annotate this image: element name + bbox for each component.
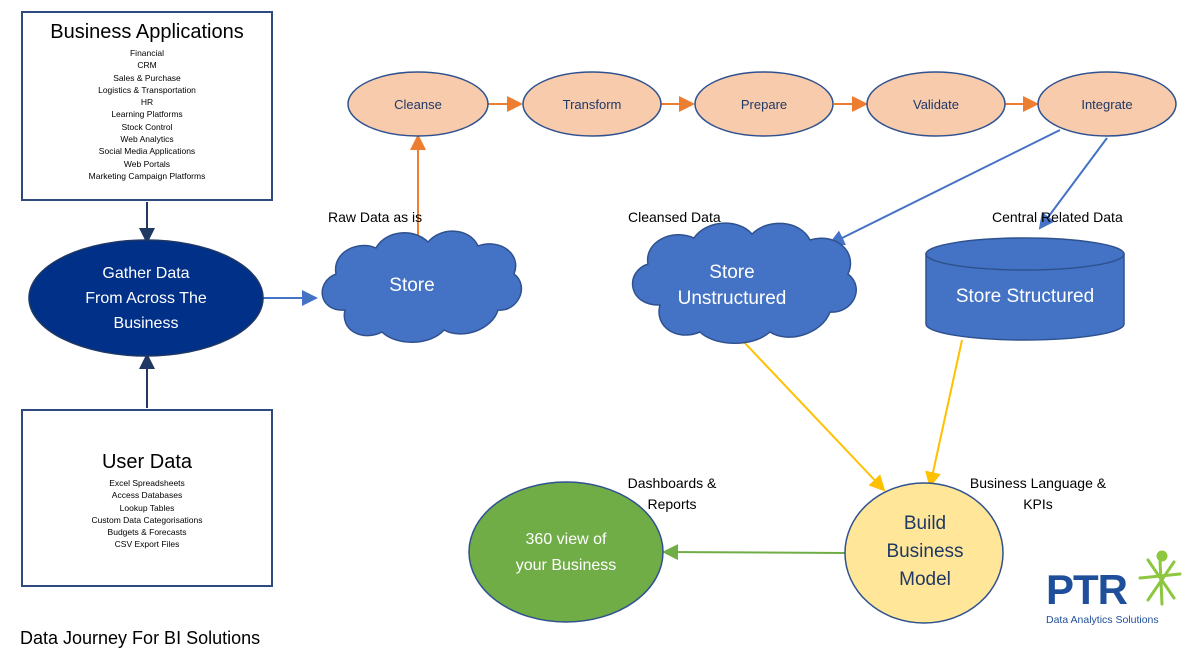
central-related-data-label: Central Related Data xyxy=(992,209,1123,225)
gather-line3: Business xyxy=(113,314,179,332)
view360-node xyxy=(468,481,664,623)
arrow-unstructured-to-build xyxy=(741,339,886,492)
list-item: Marketing Campaign Platforms xyxy=(88,170,206,181)
view360-label: 360 view of your Business xyxy=(490,526,642,580)
user-data-list: Excel Spreadsheets Access Databases Look… xyxy=(23,477,271,551)
step-transform xyxy=(522,71,662,137)
gather-line1: Gather Data xyxy=(102,264,190,282)
store-cloud xyxy=(321,230,523,343)
store-label: Store xyxy=(389,275,435,296)
build-model-line2: Business xyxy=(886,541,964,562)
list-item: CSV Export Files xyxy=(114,539,180,550)
view360-line2: your Business xyxy=(515,557,617,574)
store-unstructured-line1: Store xyxy=(709,262,755,283)
list-item: Web Analytics xyxy=(120,134,174,145)
arrow-structured-to-build xyxy=(925,339,963,488)
list-item: Access Databases xyxy=(111,490,183,501)
list-item: Web Portals xyxy=(123,158,171,169)
arrow-integrate-to-structured xyxy=(1038,137,1108,230)
list-item: Lookup Tables xyxy=(119,502,175,513)
list-item: Sales & Purchase xyxy=(113,72,181,83)
gather-label: Gather Data From Across The Business xyxy=(40,258,252,338)
store-structured-cylinder xyxy=(925,237,1125,341)
store-structured-label: Store Structured xyxy=(955,286,1095,307)
list-item: Social Media Applications xyxy=(98,146,196,157)
list-item: Financial xyxy=(129,48,165,58)
dashboards-line1: Dashboards & xyxy=(627,475,717,491)
build-model-node xyxy=(844,482,1004,624)
list-item: Learning Platforms xyxy=(111,109,183,120)
list-item: Logistics & Transportation xyxy=(98,84,196,95)
business-language-line2: KPIs xyxy=(1023,496,1053,512)
business-language-label: Business Language & KPIs xyxy=(950,472,1126,516)
store-unstructured-label: Store Unstructured xyxy=(652,258,812,314)
list-item: HR xyxy=(140,97,154,108)
list-item: Custom Data Categorisations xyxy=(91,514,203,525)
dashboards-label: Dashboards & Reports xyxy=(612,472,732,516)
page-title: Data Journey For BI Solutions xyxy=(20,628,261,648)
list-item: Stock Control xyxy=(121,121,173,132)
step-label-cleanse: Cleanse xyxy=(394,96,442,112)
list-item: CRM xyxy=(137,60,157,71)
business-language-line1: Business Language & xyxy=(969,475,1107,491)
user-data-box: User Data Excel Spreadsheets Access Data… xyxy=(21,409,273,587)
arrow-integrate-to-unstructured xyxy=(828,129,1061,245)
step-label-prepare: Prepare xyxy=(740,96,788,112)
ptr-logo-tagline: Data Analytics Solutions xyxy=(1046,614,1159,626)
step-validate xyxy=(866,71,1006,137)
raw-data-label: Raw Data as is xyxy=(328,209,423,225)
step-cleanse xyxy=(347,71,489,137)
dashboards-line2: Reports xyxy=(647,496,697,512)
build-model-label: Build Business Model xyxy=(860,508,990,596)
store-unstructured-line2: Unstructured xyxy=(677,288,787,309)
store-unstructured-cloud xyxy=(631,222,857,344)
business-applications-list: Financial CRM Sales & Purchase Logistics… xyxy=(23,47,271,182)
step-integrate xyxy=(1037,71,1177,137)
user-data-title: User Data xyxy=(101,451,193,473)
list-item: Budgets & Forecasts xyxy=(107,527,187,538)
cleansed-data-label: Cleansed Data xyxy=(628,209,721,225)
gather-node xyxy=(28,239,264,357)
step-label-validate: Validate xyxy=(912,96,959,112)
ptr-logo-mark-icon xyxy=(1138,550,1182,606)
business-applications-title: Business Applications xyxy=(50,21,244,43)
list-item: Excel Spreadsheets xyxy=(109,478,185,488)
step-label-integrate: Integrate xyxy=(1081,96,1133,112)
view360-line1: 360 view of xyxy=(525,531,607,548)
step-label-transform: Transform xyxy=(562,96,622,112)
business-applications-box: Business Applications Financial CRM Sale… xyxy=(21,11,273,201)
build-model-line3: Model xyxy=(899,569,951,590)
step-prepare xyxy=(694,71,834,137)
gather-line2: From Across The xyxy=(85,289,207,307)
ptr-logo-text: PTR xyxy=(1046,566,1128,613)
build-model-line1: Build xyxy=(903,513,947,534)
arrow-build-to-360 xyxy=(662,544,847,561)
